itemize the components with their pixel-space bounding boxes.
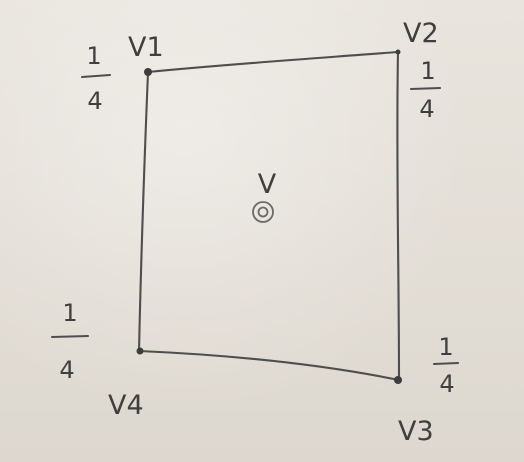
center-point-outer-ring [252,201,274,223]
weight-fraction-v3: 1 4 [432,333,460,398]
weight-fraction-v2: 1 4 [409,57,442,123]
vertex-label-v2: V2 [403,18,439,49]
vertex-label-v3: V3 [398,416,434,447]
vertex-dot-v3 [394,376,402,384]
weight-numerator-v2: 1 [420,57,435,85]
center-point-inner-ring [257,206,269,218]
fraction-bar-v3 [432,361,460,366]
edge-v3-v4 [137,349,401,382]
weight-fraction-v4: 1 4 [50,299,90,384]
weight-numerator-v1: 1 [86,42,101,70]
vertex-label-v1: V1 [128,32,164,63]
edge-v2-v3 [396,50,401,382]
edge-v1-v2 [146,50,400,74]
fraction-bar-v1 [80,73,112,79]
weight-fraction-v1: 1 4 [80,42,112,115]
center-label: V [258,169,277,200]
fraction-bar-v4 [50,334,90,339]
vertex-dot-v1 [144,68,152,76]
weight-denominator-v3: 4 [439,370,454,398]
weight-numerator-v3: 1 [438,333,453,361]
edge-v4-v1 [137,70,150,353]
vertex-dot-v2 [395,49,401,55]
weight-numerator-v4: 1 [62,299,77,327]
vertex-label-v4: V4 [108,390,144,421]
weight-denominator-v1: 4 [87,87,102,115]
weight-denominator-v2: 4 [419,95,434,123]
weight-denominator-v4: 4 [59,356,74,384]
vertex-dot-v4 [136,347,144,355]
fraction-bar-v2 [409,86,442,91]
